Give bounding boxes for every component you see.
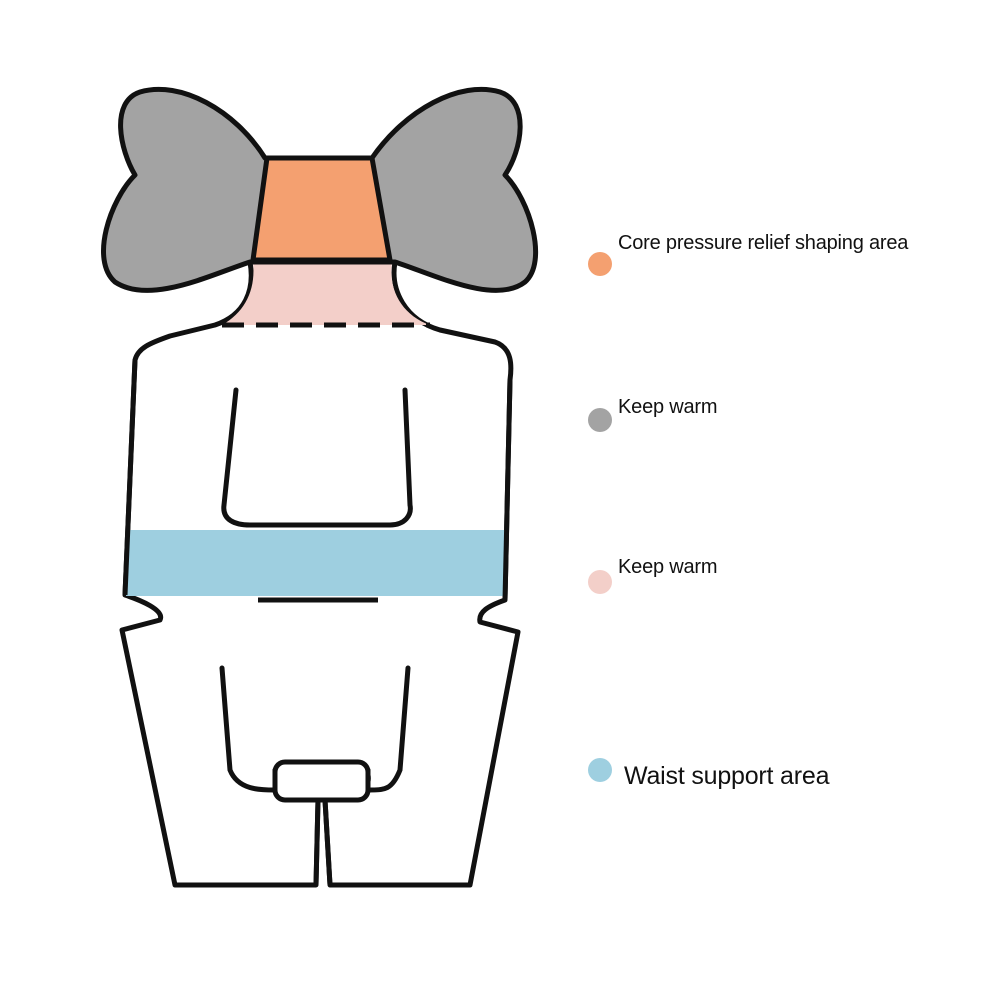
crotch-strap bbox=[272, 759, 371, 803]
body-side-right bbox=[502, 379, 513, 601]
crotch-gap-right bbox=[322, 799, 333, 886]
neck-warm-area bbox=[222, 262, 430, 325]
body-side-left bbox=[122, 359, 138, 596]
legend-dot-gray bbox=[588, 408, 612, 432]
legend-dot-orange bbox=[588, 252, 612, 276]
backrest-contour bbox=[221, 387, 413, 528]
legend-label-core: Core pressure relief shaping area bbox=[618, 232, 909, 254]
legend-label-keep-warm-pink: Keep warm bbox=[618, 556, 718, 578]
seat-leg-left-line bbox=[219, 665, 278, 793]
seat-leg-right-line bbox=[365, 665, 411, 793]
legend-label-waist: Waist support area bbox=[624, 762, 830, 790]
crotch-gap-left bbox=[313, 799, 321, 886]
core-pressure-area bbox=[250, 155, 393, 263]
legend-dot-pink bbox=[588, 570, 612, 594]
legend-label-keep-warm-gray: Keep warm bbox=[618, 396, 718, 418]
waist-support-band bbox=[126, 530, 508, 596]
legend-dot-blue bbox=[588, 758, 612, 782]
